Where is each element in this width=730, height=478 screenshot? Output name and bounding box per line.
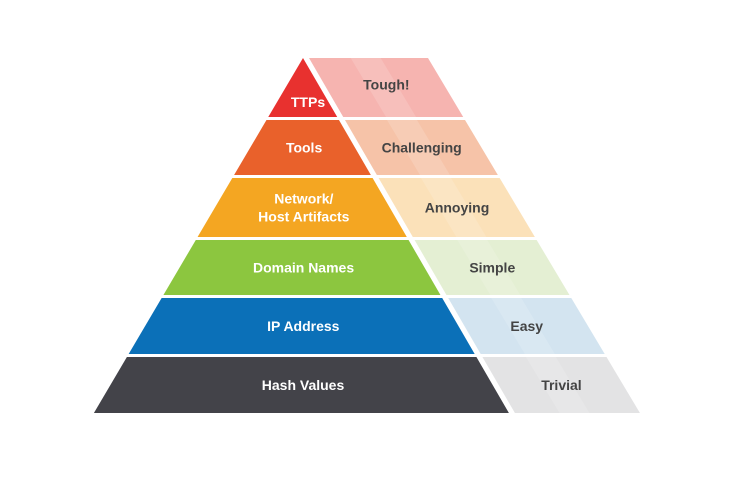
difficulty-label: Tough! xyxy=(363,77,409,93)
difficulty-band-1 xyxy=(344,120,498,175)
stripe-decoration xyxy=(420,178,487,237)
stripe-decoration xyxy=(386,120,450,175)
pyramid-level-4 xyxy=(128,298,475,354)
difficulty-band-4 xyxy=(448,298,605,354)
pyramid-level-0 xyxy=(268,58,338,117)
stripe-decoration xyxy=(457,240,521,295)
difficulty-label: Annoying xyxy=(425,200,490,216)
pyramid-level-5 xyxy=(93,357,509,413)
difficulty-label: Simple xyxy=(469,260,515,276)
indicator-label: Host Artifacts xyxy=(258,209,349,225)
difficulty-band-0 xyxy=(309,58,464,117)
pyramid-level-1 xyxy=(234,120,371,175)
indicator-label: Domain Names xyxy=(253,260,354,276)
indicator-label: Hash Values xyxy=(262,377,345,393)
difficulty-band-3 xyxy=(414,240,570,295)
pyramid-level-3 xyxy=(163,240,441,295)
difficulty-label: Challenging xyxy=(382,140,462,156)
difficulty-label: Trivial xyxy=(541,377,581,393)
indicator-label: TTPs xyxy=(291,94,325,110)
stripe-decoration xyxy=(491,298,555,354)
stripe-decoration xyxy=(350,58,417,117)
indicator-label: Network/ xyxy=(274,191,333,207)
indicator-label: Tools xyxy=(286,140,323,156)
indicator-label: IP Address xyxy=(267,318,340,334)
stripe-decoration xyxy=(525,357,590,413)
difficulty-band-5 xyxy=(482,357,640,413)
pyramid-level-2 xyxy=(197,178,407,237)
difficulty-label: Easy xyxy=(510,318,543,334)
difficulty-band-2 xyxy=(378,178,535,237)
